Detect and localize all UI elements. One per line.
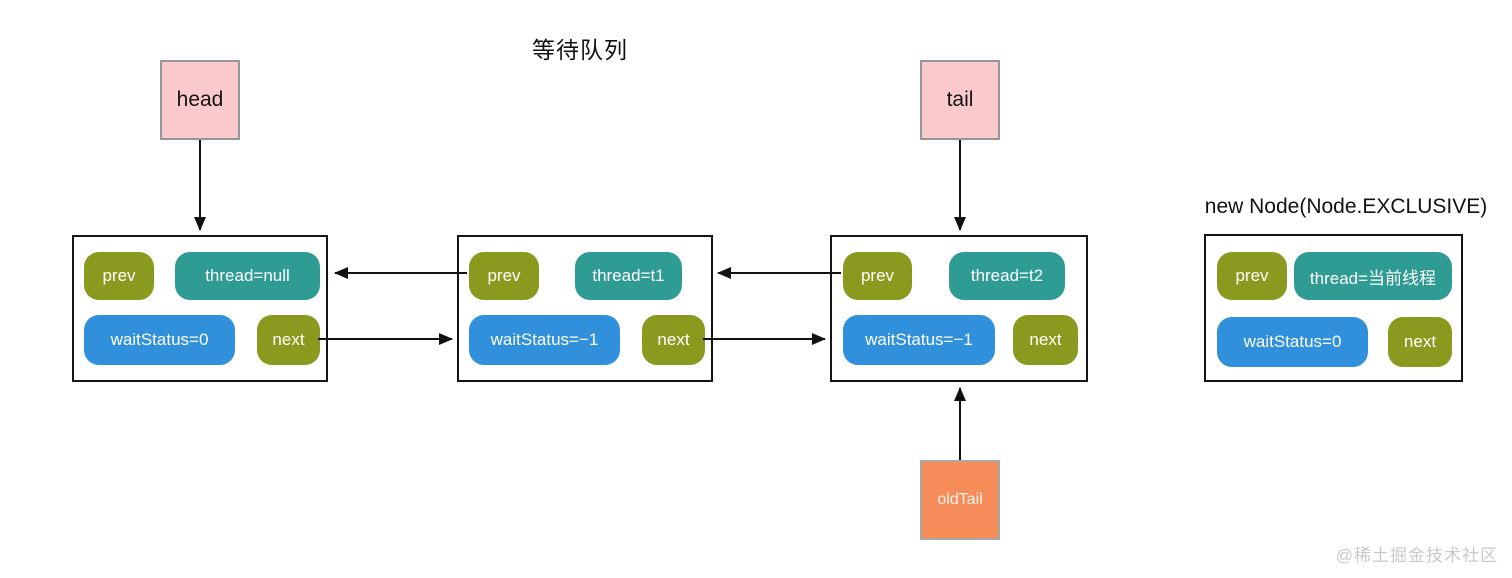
next-pill: next: [257, 315, 320, 365]
next-pill: next: [642, 315, 705, 365]
queue-node-new: prev thread=当前线程 waitStatus=0 next: [1204, 234, 1463, 382]
thread-pill: thread=当前线程: [1294, 252, 1452, 300]
old-tail-pointer-label: oldTail: [937, 491, 983, 508]
new-node-caption: new Node(Node.EXCLUSIVE): [1204, 195, 1488, 218]
prev-pill: prev: [469, 252, 539, 300]
queue-node-head: prev thread=null waitStatus=0 next: [72, 235, 328, 382]
thread-pill: thread=t1: [575, 252, 682, 300]
wait-status-pill: waitStatus=−1: [469, 315, 620, 365]
prev-pill: prev: [1217, 252, 1287, 300]
next-pill: next: [1388, 317, 1452, 367]
head-pointer-label: head: [176, 88, 224, 111]
queue-node-t1: prev thread=t1 waitStatus=−1 next: [457, 235, 713, 382]
old-tail-pointer-box: oldTail: [920, 460, 1000, 540]
wait-status-pill: waitStatus=−1: [843, 315, 995, 365]
next-pill: next: [1013, 315, 1078, 365]
watermark: @稀土掘金技术社区: [1335, 546, 1498, 565]
tail-pointer-label: tail: [946, 88, 974, 111]
prev-pill: prev: [84, 252, 154, 300]
queue-node-t2: prev thread=t2 waitStatus=−1 next: [830, 235, 1088, 382]
wait-status-pill: waitStatus=0: [84, 315, 235, 365]
tail-pointer-box: tail: [920, 60, 1000, 140]
prev-pill: prev: [843, 252, 912, 300]
thread-pill: thread=t2: [949, 252, 1065, 300]
head-pointer-box: head: [160, 60, 240, 140]
diagram-title: 等待队列: [532, 37, 628, 63]
thread-pill: thread=null: [175, 252, 320, 300]
wait-status-pill: waitStatus=0: [1217, 317, 1368, 367]
